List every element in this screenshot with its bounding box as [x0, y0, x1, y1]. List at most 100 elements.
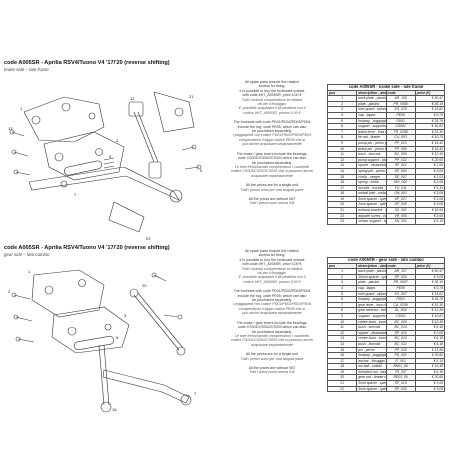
cell-description: gear lever - leva cambio: [356, 301, 387, 309]
cell-description: back plate - piastrina: [356, 95, 387, 102]
note-line: All the prices are without VAT: [248, 365, 296, 370]
note-line: Tutti i prezzi sono senza IVA: [249, 370, 295, 375]
cell-description: gear selector - selettore: [356, 307, 387, 314]
cell-price: € 6,18: [414, 218, 446, 225]
cell-price: € 35,19: [414, 100, 446, 108]
cell-price: € 15,82: [414, 290, 446, 298]
note-line: with code #HT_A005SR, price 5,00 €: [242, 262, 302, 267]
cell-price: € 0,79: [414, 112, 446, 119]
svg-text:13: 13: [8, 126, 13, 131]
cell-price: € 6,18: [414, 324, 446, 331]
note-line: codice #HT_A005SR, prezzo 5,00 €: [243, 279, 301, 284]
cell-price: € 20,60: [414, 374, 446, 382]
section-subtitle: brake side – late frame: [4, 67, 49, 72]
table-title: code A005SR - gear side - lato cambio: [327, 257, 445, 264]
cell-description: threaded rod - barra filettata: [356, 368, 387, 376]
col-header-description: description - descrizione: [356, 89, 387, 97]
note-footrests: The footrests with code PD01/PD02/PD03/P…: [214, 289, 330, 315]
svg-text:9: 9: [200, 168, 203, 173]
note-line: viti per il fissaggio.: [257, 102, 287, 107]
cell-price: € 6,18: [414, 368, 446, 376]
note-line: be purchased separately.: [251, 129, 293, 134]
cell-description: anchor - fissaggio: [356, 357, 387, 365]
note-line: codice #HT_A005SR, prezzo 5,00 €: [243, 110, 301, 115]
note-screws: All spare parts include the relative scr…: [214, 80, 330, 115]
section-title: code A005SR - Aprilia RSV4/Tuono V4 '17/…: [4, 60, 170, 66]
note-line: All spare parts include the relative: [245, 249, 299, 253]
cell-description: 3mm spacer - spessore 3mm: [356, 380, 387, 387]
cell-price: € 20,60: [414, 352, 446, 359]
note-line: It is possible to buy the footboard scre…: [239, 257, 305, 262]
note-line: Tutti i ricambi comprendono la relativa: [241, 97, 303, 102]
note-line: I poggiapiedi con codice PD01/PD02/PD03/…: [232, 302, 312, 307]
svg-text:5: 5: [109, 154, 112, 159]
cell-description: spacer - distanziale: [356, 162, 387, 169]
note-line: può anche acquistare separatamente: [242, 311, 302, 316]
note-line: be purchased separately.: [251, 298, 293, 303]
cell-price: € 25,76: [414, 117, 446, 125]
cell-description: brake lever - leva freno: [356, 128, 387, 136]
cell-description: forcella - forcella: [356, 184, 387, 192]
section-subtitle: gear side – lato cambio: [4, 252, 50, 257]
note-line: The brake / gear levers include the bear…: [236, 320, 308, 325]
brake-side-notes: All spare parts include the relative scr…: [214, 80, 330, 211]
cell-description: exhaust bracket - staffa scarico: [356, 207, 387, 214]
note-line: with code #HT_A005SR, price 5,00 €: [242, 93, 302, 98]
cell-price: € 50,47: [414, 95, 446, 102]
note-footrests: The footrests with code PD01/PD02/PD03/P…: [214, 120, 330, 146]
note-line: The brake / gear levers include the bear…: [236, 151, 308, 156]
cell-price: € 2,06: [414, 329, 446, 337]
gear-side-section: code A005SR - Aprilia RSV4/Tuono V4 '17/…: [0, 245, 458, 415]
note-unit-price: All the prices are for a single unit Tut…: [214, 183, 330, 192]
note-line: Le leve freno/cambio comprendono i cusci…: [234, 164, 310, 169]
cell-price: € 15,45: [414, 363, 446, 370]
table-title: code A005SR - brake side - late frame: [327, 84, 445, 91]
note-line: include the rug, code PE05, which can al…: [237, 293, 307, 298]
gear-side-heading: code A005SR - Aprilia RSV4/Tuono V4 '17/…: [4, 245, 170, 257]
note-line: comprendono il tappo codice PE05 che si: [238, 137, 306, 142]
brake-side-parts-table: code A005SR - brake side - late frame po…: [326, 84, 446, 225]
brake-side-heading: code A005SR - Aprilia RSV4/Tuono V4 '17/…: [4, 60, 170, 72]
note-levers: The brake / gear levers include the bear…: [214, 321, 330, 347]
note-line: può anche acquistare separatamente: [242, 142, 302, 147]
cell-price: € 6,18: [414, 335, 446, 342]
cell-code: SN_001: [385, 218, 416, 225]
note-line: Tutti i prezzi sono senza IVA: [249, 201, 295, 206]
svg-text:7: 7: [74, 192, 77, 197]
cell-price: € 3,09: [414, 385, 446, 393]
cell-description: spacer - distanziale: [356, 329, 387, 337]
note-line: codice CS001/CS002/CS003 che si possono …: [230, 169, 314, 174]
col-header-price: price (€): [414, 89, 446, 97]
cell-price: € 15,82: [414, 106, 446, 113]
note-line: code CS001/CS002/CS003 which can also: [237, 325, 307, 330]
cell-description: gear rod - tirante cambio: [356, 374, 387, 382]
cell-description: footpeg - poggiapiedi: [356, 296, 387, 303]
cell-description: support - supporto: [356, 312, 387, 320]
cell-price: € 35,19: [414, 279, 446, 286]
cell-description: uni ball - uniball: [356, 363, 387, 370]
cell-price: € 3,09: [414, 380, 446, 387]
cell-description: footpeg - poggiapiedi: [356, 117, 387, 125]
cell-price: € 12,36: [414, 307, 446, 314]
